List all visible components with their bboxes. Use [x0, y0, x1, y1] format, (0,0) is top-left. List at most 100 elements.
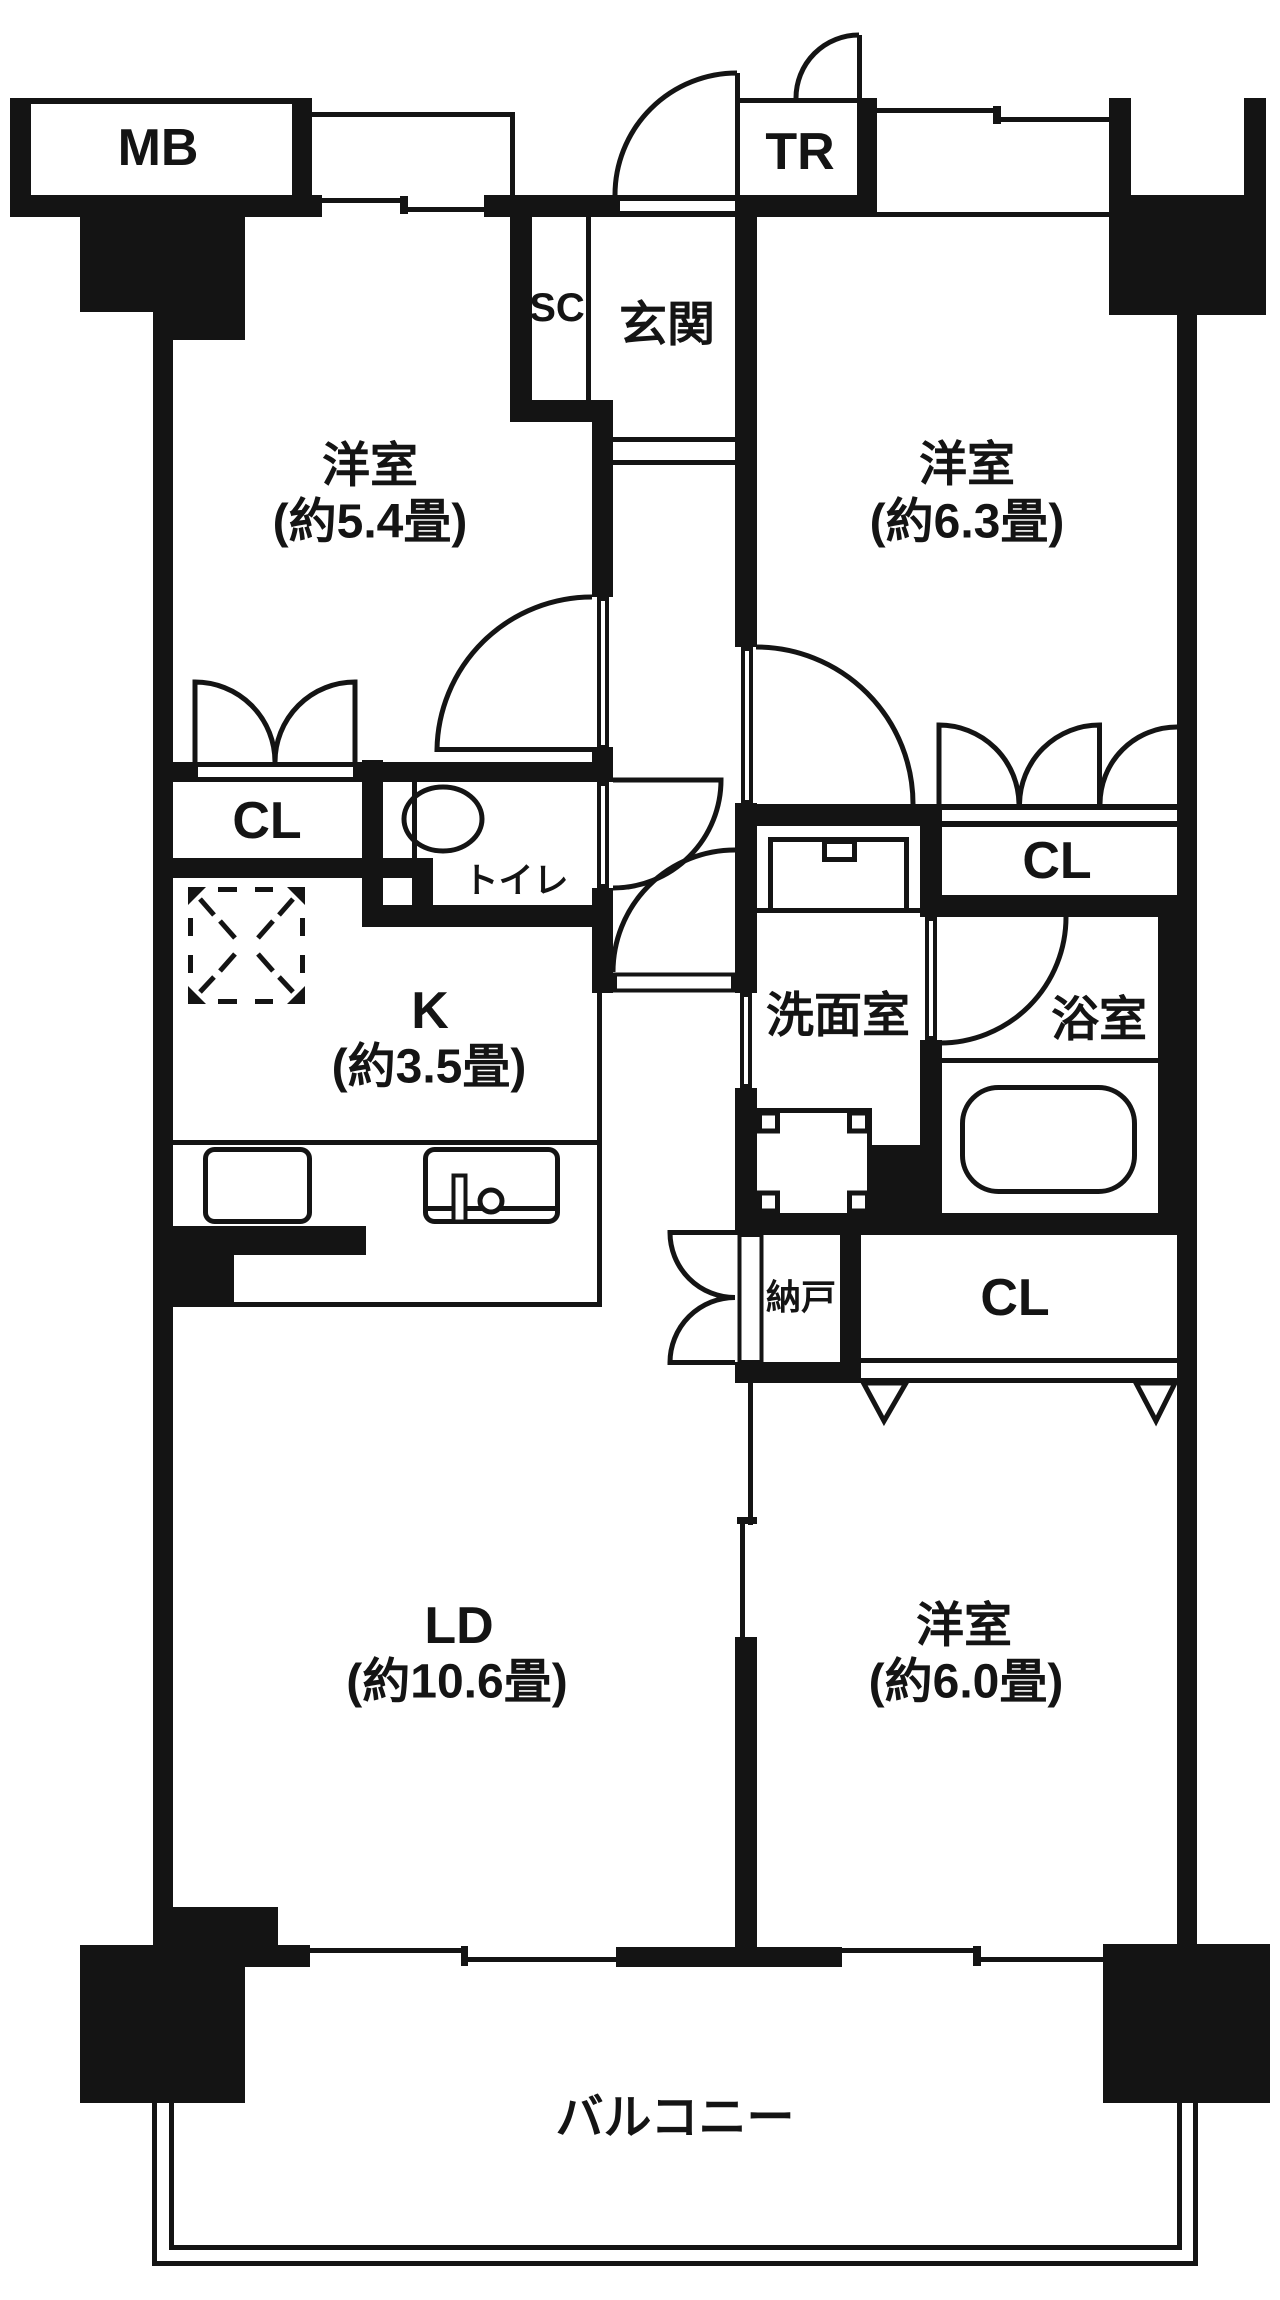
doors	[192, 32, 1180, 1427]
label-closet-ne: CL	[1022, 832, 1091, 890]
room-size-living-dining: (約10.6畳)	[346, 1656, 567, 1709]
washroom-wall-top	[735, 804, 942, 826]
faucet-icon	[451, 1173, 468, 1224]
wall-slits	[198, 201, 1177, 821]
vanity-corner	[847, 1110, 870, 1134]
stove-icon	[203, 1147, 312, 1224]
storage-double-door	[667, 1230, 736, 1365]
bathtub-icon	[960, 1085, 1137, 1194]
closet-ne-track-slit	[942, 810, 1177, 821]
bath-door-swing	[939, 916, 1069, 1046]
kitchen-wall-block	[173, 1255, 234, 1307]
refrigerator-space-icon	[188, 887, 305, 1004]
label-washroom: 洗面室	[766, 990, 910, 1043]
label-mb: MB	[118, 119, 199, 177]
washroom-wall-right-a	[920, 804, 942, 917]
closet-nw-double-door	[192, 679, 358, 763]
corner-arrow-icon	[287, 887, 305, 905]
label-storage: 納戸	[766, 1279, 836, 1318]
door-leaf-bath	[925, 917, 937, 1040]
mb-frame-left	[10, 98, 31, 217]
entrance-door-swing	[612, 70, 740, 196]
mb-frame-right	[292, 98, 312, 217]
bath-wall-bottom	[735, 1213, 1197, 1235]
storage-wall-bottom	[735, 1362, 861, 1383]
kitchen-wall-bar	[173, 1226, 366, 1255]
label-closet-nw: CL	[232, 792, 301, 850]
label-tr: TR	[765, 123, 834, 181]
toilet-partition-line	[412, 782, 417, 860]
mb-frame-bottom	[10, 195, 322, 217]
ne-room-door-swing	[755, 644, 916, 805]
sc-wall-left	[510, 217, 532, 422]
vanity-corner	[757, 1110, 780, 1134]
entrance-threshold-b	[613, 460, 735, 465]
tr-door-swing	[793, 32, 862, 99]
nw-room-door-swing	[434, 594, 593, 752]
room-name-western-nw: 洋室	[322, 440, 418, 493]
corridor-wall-right-a	[735, 217, 757, 647]
door-leaf-toilet	[597, 782, 609, 888]
mb-alcove-outline	[312, 112, 515, 195]
bottom-wall-stub-left	[245, 1945, 310, 1967]
kitchen-counter-edge	[173, 1140, 602, 1145]
storage-wall-right	[840, 1235, 861, 1383]
washroom-wall-right-b	[920, 1040, 942, 1235]
partition-wall-ld-south	[735, 1637, 757, 1947]
mb-frame-top	[10, 98, 312, 104]
corner-arrow-icon	[188, 986, 206, 1004]
sink-basin	[423, 1147, 560, 1224]
sc-wall-bottom	[510, 400, 613, 422]
sliding-door-b	[740, 1517, 745, 1637]
door-leaf-ne-room	[741, 647, 753, 804]
closet-nw-wall-right	[362, 760, 383, 927]
door-leaf-ld	[613, 972, 735, 993]
bath-wall-right	[1158, 917, 1197, 1213]
toilet-icon	[401, 784, 485, 854]
vanity-corner	[847, 1190, 870, 1214]
label-toilet: トイレ	[463, 862, 568, 901]
sink-icon	[423, 1147, 560, 1224]
door-leaf-storage	[737, 1233, 764, 1364]
entrance-threshold-a	[613, 437, 735, 442]
label-closet-s: CL	[980, 1269, 1049, 1327]
label-sc: SC	[529, 286, 585, 330]
pillar-bottom-left	[80, 1945, 245, 2103]
kitchen-partition	[597, 993, 602, 1307]
label-entrance: 玄関	[619, 299, 715, 352]
room-name-kitchen: K	[411, 982, 449, 1040]
pillar-bottom-right	[1103, 1944, 1270, 2103]
windows	[152, 98, 1198, 2266]
fixtures	[188, 784, 1137, 1224]
kitchen-counter-bottom	[234, 1302, 602, 1307]
closet-nw-wall-bottom	[173, 858, 433, 878]
exterior-wall-left	[153, 312, 173, 1947]
pillar-top-left	[80, 217, 245, 312]
bottom-wall-center	[616, 1947, 842, 1967]
balcony-railing-outer	[152, 2103, 1198, 2266]
closet-s-track-a	[861, 1358, 1177, 1363]
corner-arrow-icon	[188, 887, 206, 905]
ld-door-swing	[610, 847, 736, 973]
sc-divider	[586, 217, 591, 400]
room-size-western-s: (約6.0畳)	[869, 1656, 1064, 1709]
window-tick	[973, 1946, 981, 1966]
toilet-door-swing	[612, 777, 724, 891]
pillar-top-right-body	[1109, 195, 1266, 315]
corridor-wall-left-a	[592, 400, 613, 597]
window-tick	[993, 106, 1001, 124]
room-size-kitchen: (約3.5畳)	[332, 1041, 527, 1094]
walls	[10, 98, 1270, 2103]
balcony-railing-inner	[169, 2103, 1182, 2250]
tr-wall-right	[857, 98, 877, 217]
bath-wall-top	[920, 895, 1197, 917]
washroom-wall-left	[735, 1088, 757, 1235]
window-tick	[461, 1946, 468, 1966]
door-leaf-washroom	[740, 993, 752, 1088]
dashed-outline	[188, 887, 305, 1004]
closet-ne-triple-door	[936, 722, 1178, 805]
sliding-door-stop	[737, 1517, 757, 1524]
drain-icon	[477, 1187, 505, 1215]
labels: MB TR SC 玄関 洋室 (約5.4畳) 洋室 (約6.3畳) CL トイレ…	[118, 119, 1147, 2145]
